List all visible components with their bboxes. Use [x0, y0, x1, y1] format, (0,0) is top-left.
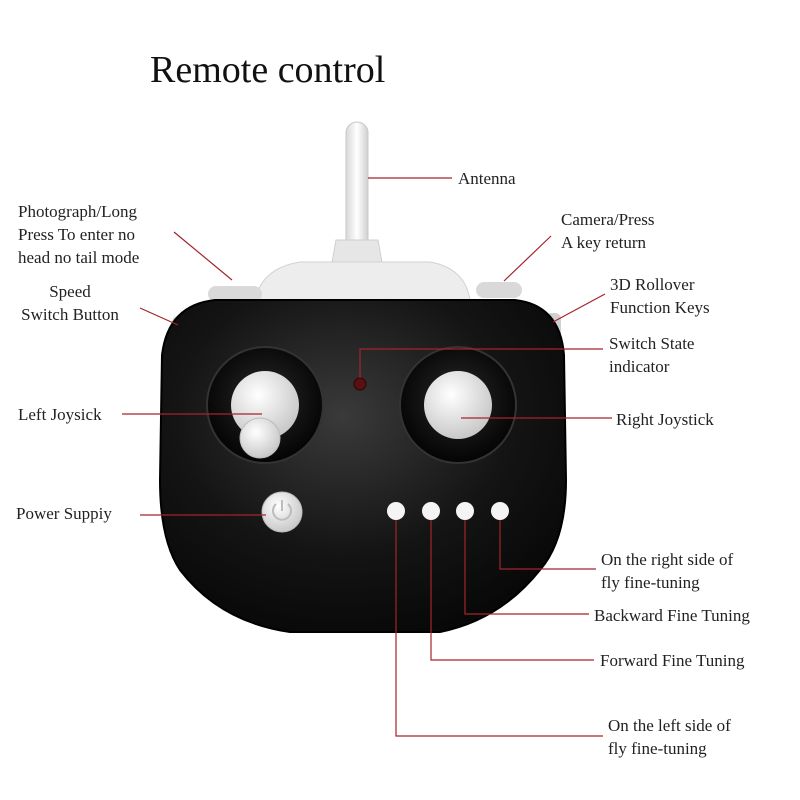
leader-left-side	[395, 520, 603, 737]
leader-rollover	[552, 293, 606, 323]
left-side-trim-button[interactable]	[387, 502, 405, 520]
power-button[interactable]	[261, 491, 303, 533]
forward-trim-button[interactable]	[422, 502, 440, 520]
camera-button[interactable]	[476, 282, 522, 298]
label-forward-trim: Forward Fine Tuning	[600, 651, 745, 670]
remote-body	[158, 299, 568, 633]
label-rollover: 3D Rollover Function Keys	[610, 275, 710, 317]
antenna	[327, 121, 387, 286]
label-photograph: Photograph/Long Press To enter no head n…	[18, 202, 140, 267]
label-right-joystick: Right Joystick	[616, 410, 714, 429]
diagram-title: Remote control	[150, 49, 386, 91]
label-left-joystick: Left Joysick	[18, 405, 102, 424]
label-indicator: Switch State indicator	[609, 334, 695, 376]
indicator-light	[353, 377, 367, 391]
label-left-side-trim: On the left side of fly fine-tuning	[608, 716, 731, 758]
label-right-side-trim: On the right side of fly fine-tuning	[601, 550, 734, 592]
leader-photograph	[173, 231, 233, 281]
leader-right-side	[499, 520, 596, 570]
right-joystick[interactable]	[399, 346, 517, 464]
label-power: Power Suppiy	[16, 504, 112, 523]
photograph-button[interactable]	[208, 286, 262, 302]
label-speed-switch: Speed Switch Button	[21, 282, 119, 324]
label-backward-trim: Backward Fine Tuning	[594, 606, 750, 625]
leader-camera	[503, 235, 552, 282]
label-antenna: Antenna	[458, 169, 516, 188]
leader-indicator	[359, 348, 603, 378]
label-camera: Camera/Press A key return	[561, 210, 655, 252]
left-joystick[interactable]	[206, 346, 324, 464]
leader-speed	[139, 307, 179, 326]
leader-lines	[122, 177, 612, 737]
leader-backward	[464, 520, 589, 615]
leader-forward	[430, 520, 594, 661]
right-side-trim-button[interactable]	[491, 502, 509, 520]
backward-trim-button[interactable]	[456, 502, 474, 520]
